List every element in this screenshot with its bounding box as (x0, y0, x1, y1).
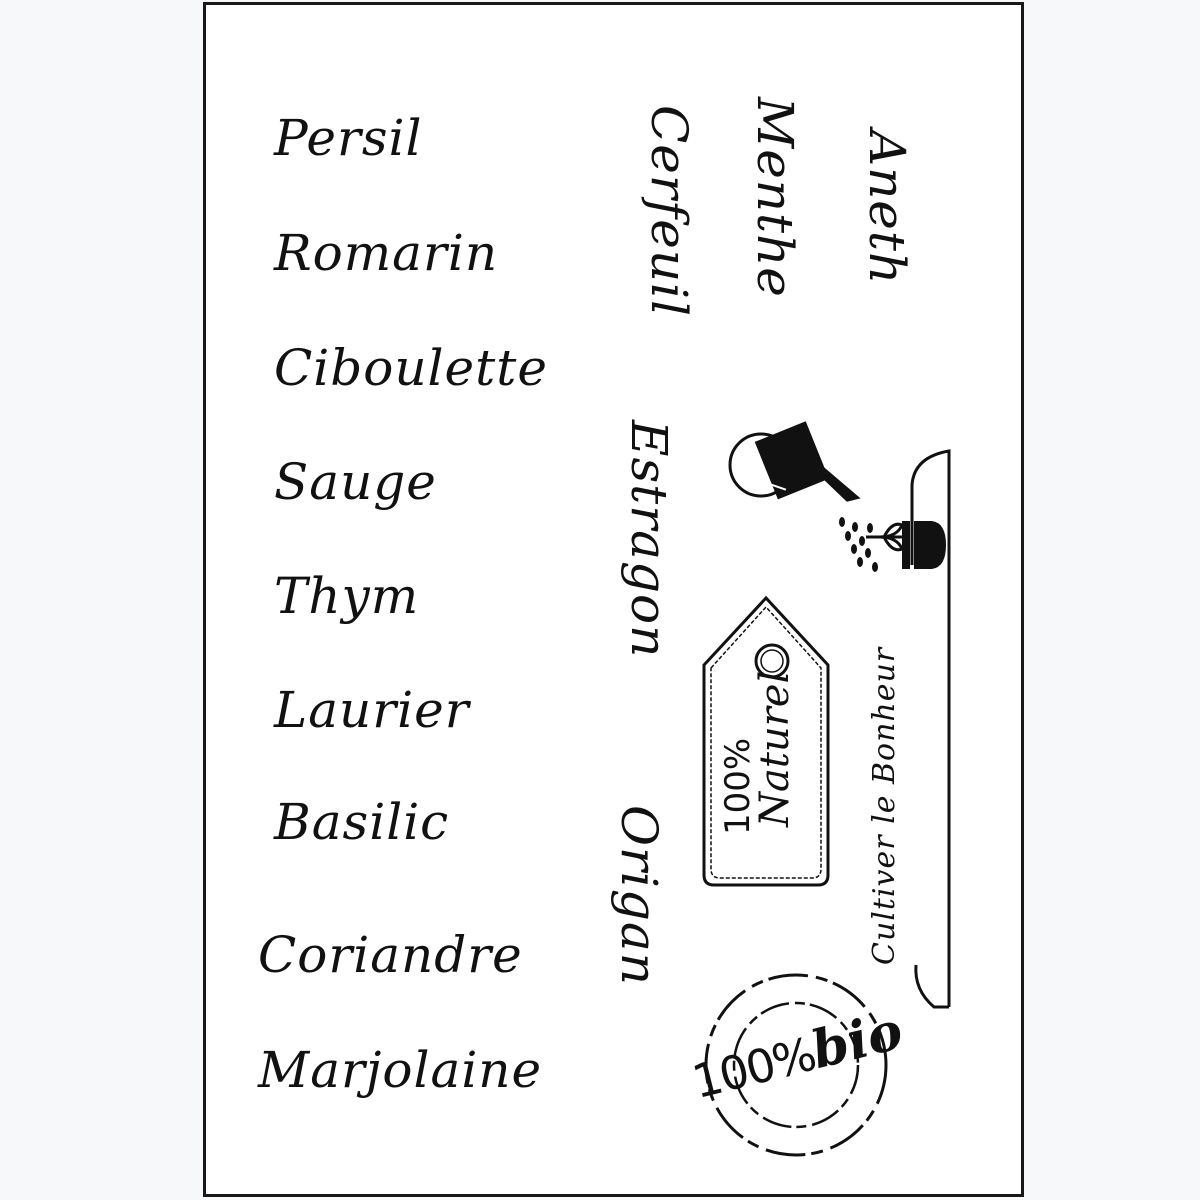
word-ciboulette: Ciboulette (274, 339, 548, 397)
word-basilic: Basilic (274, 793, 450, 851)
banner-text: Cultiver le Bonheur (867, 646, 902, 965)
word-menthe: Menthe (746, 97, 804, 298)
tag-label: 100% Naturel (718, 670, 798, 835)
word-persil: Persil (274, 109, 423, 167)
word-thym: Thym (274, 567, 420, 625)
word-estragon: Estragon (620, 420, 678, 659)
word-cerfeuil: Cerfeuil (640, 105, 698, 318)
word-laurier: Laurier (274, 681, 470, 739)
flower-pot-icon (902, 521, 946, 569)
word-romarin: Romarin (274, 224, 499, 282)
tag-percent: 100% (718, 737, 758, 835)
watering-can-icon (728, 421, 878, 572)
word-coriandre: Coriandre (258, 926, 523, 984)
stamp-sheet: Persil Romarin Ciboulette Sauge Thym Lau… (203, 2, 1024, 1197)
word-origan: Origan (610, 805, 668, 986)
word-sauge: Sauge (274, 453, 437, 511)
banner-frame (910, 449, 951, 1009)
word-marjolaine: Marjolaine (258, 1041, 543, 1099)
tag-naturel: Naturel (752, 670, 798, 827)
round-seal-icon (704, 973, 888, 1157)
word-aneth: Aneth (858, 130, 916, 286)
gift-tag-icon (702, 595, 830, 887)
